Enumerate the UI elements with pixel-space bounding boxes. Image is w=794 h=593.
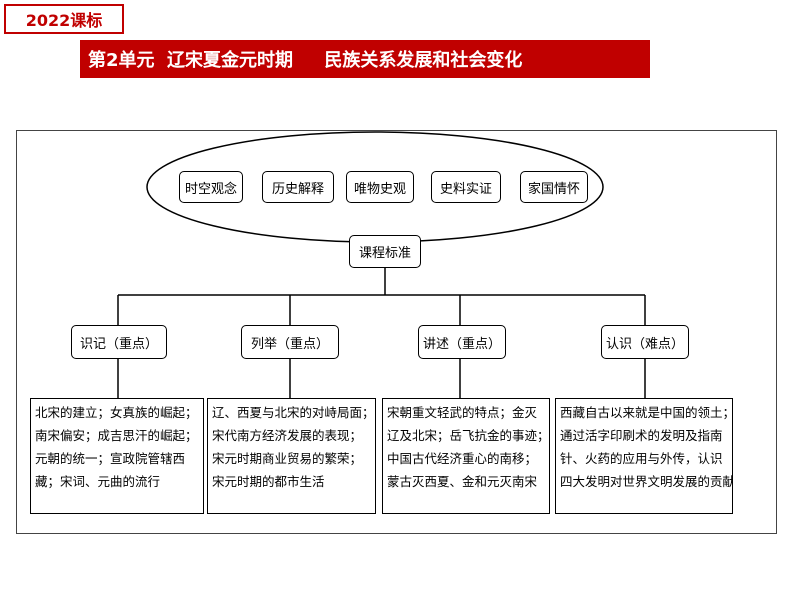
detail-box-3: 宋朝重文轻武的特点；金灭 辽及北宋；岳飞抗金的事迹； 中国古代经济重心的南移； …	[382, 398, 550, 514]
detail-box-1: 北宋的建立；女真族的崛起； 南宋偏安；成吉思汗的崛起； 元朝的统一；宣政院管辖西…	[30, 398, 204, 514]
curriculum-tag: 2022课标	[4, 4, 124, 34]
unit-title-banner: 第2单元 辽宋夏金元时期 民族关系发展和社会变化	[80, 40, 650, 78]
competency-node-5: 家国情怀	[520, 171, 588, 203]
detail-box-2: 辽、西夏与北宋的对峙局面； 宋代南方经济发展的表现； 宋元时期商业贸易的繁荣； …	[207, 398, 376, 514]
requirement-node-4: 认识（难点）	[601, 325, 689, 359]
requirement-node-2: 列举（重点）	[241, 325, 339, 359]
center-node: 课程标准	[349, 235, 421, 268]
diagram-frame	[16, 130, 777, 534]
requirement-node-3: 讲述（重点）	[418, 325, 506, 359]
requirement-node-1: 识记（重点）	[71, 325, 167, 359]
competency-node-3: 唯物史观	[346, 171, 414, 203]
competency-node-4: 史料实证	[431, 171, 501, 203]
detail-box-4: 西藏自古以来就是中国的领土； 通过活字印刷术的发明及指南 针、火药的应用与外传，…	[555, 398, 733, 514]
competency-node-2: 历史解释	[262, 171, 334, 203]
competency-node-1: 时空观念	[179, 171, 243, 203]
